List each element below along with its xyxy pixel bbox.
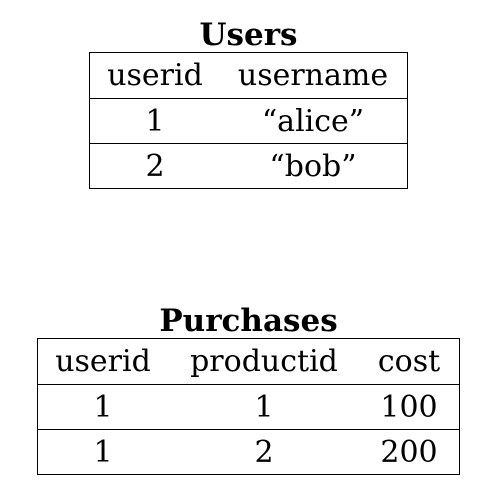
users-header-userid: userid — [107, 58, 203, 93]
purchases-cell-productid: 2 — [254, 434, 274, 470]
purchases-row: 1 2 200 — [38, 429, 459, 474]
users-cell-username: “alice” — [261, 103, 365, 139]
users-table-title: Users — [199, 17, 298, 53]
users-cell-username: “bob” — [269, 148, 357, 184]
users-table-grid: userid username 1 “alice” 2 “bob” — [89, 52, 408, 189]
users-table: Users userid username 1 “alice” 2 “bob” — [89, 18, 408, 189]
users-header-username: username — [237, 58, 389, 93]
purchases-header-cost: cost — [377, 344, 441, 379]
purchases-header-productid: productid — [190, 344, 338, 379]
users-cell-userid: 2 — [145, 148, 165, 184]
purchases-header-userid: userid — [55, 344, 151, 379]
users-row: 1 “alice” — [90, 98, 407, 143]
purchases-cell-userid: 1 — [93, 434, 113, 470]
users-cell-userid: 1 — [145, 103, 165, 139]
users-row: 2 “bob” — [90, 143, 407, 188]
purchases-table-grid: userid productid cost 1 1 100 1 2 200 — [37, 338, 460, 475]
purchases-table: Purchases userid productid cost 1 1 100 … — [37, 304, 460, 475]
purchases-cell-productid: 1 — [254, 389, 274, 425]
purchases-header-row: userid productid cost — [38, 339, 459, 384]
purchases-cell-cost: 200 — [380, 434, 438, 470]
purchases-table-title: Purchases — [159, 303, 338, 339]
users-header-row: userid username — [90, 53, 407, 98]
purchases-cell-cost: 100 — [380, 389, 438, 425]
purchases-row: 1 1 100 — [38, 384, 459, 429]
purchases-cell-userid: 1 — [93, 389, 113, 425]
